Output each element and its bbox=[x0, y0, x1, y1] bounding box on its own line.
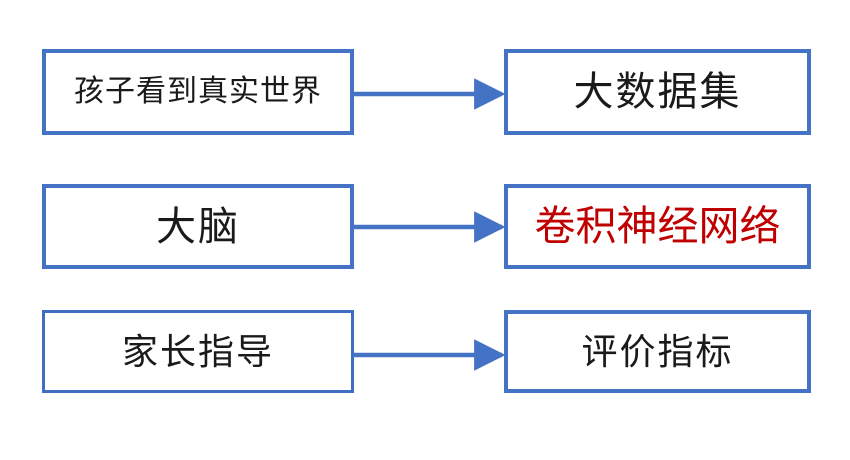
node-big-dataset-label: 大数据集 bbox=[573, 69, 742, 114]
node-convolutional-neural-network-label: 卷积神经网络 bbox=[534, 203, 781, 249]
node-brain[interactable]: 大脑 bbox=[42, 184, 354, 269]
node-evaluation-metrics-label: 评价指标 bbox=[581, 331, 734, 372]
node-big-dataset[interactable]: 大数据集 bbox=[504, 49, 811, 135]
node-brain-label: 大脑 bbox=[156, 203, 240, 249]
node-child-sees-world[interactable]: 孩子看到真实世界 bbox=[42, 49, 354, 135]
node-child-sees-world-label: 孩子看到真实世界 bbox=[74, 75, 322, 108]
node-evaluation-metrics[interactable]: 评价指标 bbox=[504, 310, 811, 393]
node-convolutional-neural-network[interactable]: 卷积神经网络 bbox=[504, 184, 811, 269]
node-parent-guidance-label: 家长指导 bbox=[121, 331, 274, 372]
node-parent-guidance[interactable]: 家长指导 bbox=[42, 310, 354, 393]
